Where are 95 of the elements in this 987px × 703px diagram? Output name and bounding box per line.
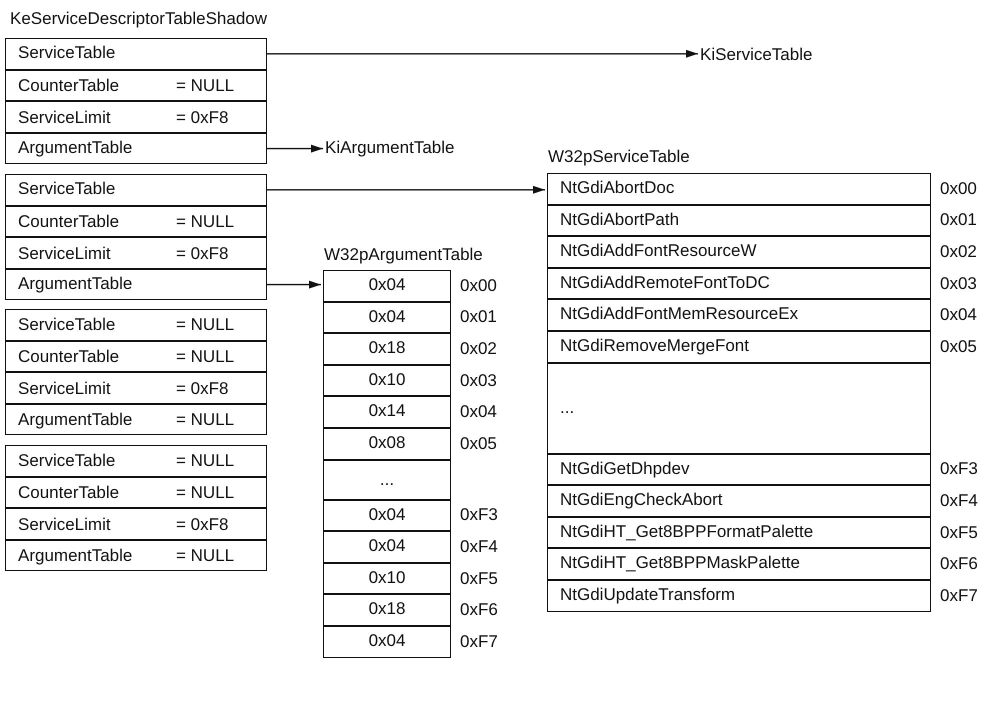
table-entry: NtGdiEngCheckAbort bbox=[547, 485, 931, 517]
table-entry: NtGdiAbortPath bbox=[547, 204, 931, 236]
field-value: = NULL bbox=[176, 484, 234, 501]
table-entry: 0x14 bbox=[323, 396, 451, 428]
index-label: 0x02 bbox=[940, 243, 977, 260]
structure-field bbox=[5, 445, 267, 477]
table-entry: NtGdiRemoveMergeFont bbox=[547, 331, 931, 363]
field-name: ServiceTable bbox=[18, 452, 116, 470]
index-label: 0x04 bbox=[940, 306, 977, 324]
table-entry: NtGdiAddFontMemResourceEx bbox=[547, 299, 931, 331]
index-label: 0xF3 bbox=[460, 506, 498, 524]
field-name: ServiceLimit bbox=[18, 380, 111, 397]
field-value: = NULL bbox=[176, 76, 234, 94]
field-value: = 0xF8 bbox=[176, 516, 228, 533]
index-label: 0xF5 bbox=[460, 570, 498, 587]
structure-field bbox=[5, 372, 267, 404]
table-entry: ... bbox=[547, 362, 931, 454]
structure-field bbox=[5, 404, 267, 436]
structure-field bbox=[5, 237, 267, 269]
structure-field: ServiceTable bbox=[5, 174, 267, 206]
arrow bbox=[267, 280, 321, 289]
index-label: 0xF7 bbox=[940, 586, 978, 604]
index-label: 0xF7 bbox=[460, 632, 498, 650]
field-name: ServiceLimit bbox=[18, 108, 111, 126]
field-value: = NULL bbox=[176, 316, 234, 334]
pointer-target-label: KiArgumentTable bbox=[325, 137, 475, 159]
structure-field: ArgumentTable bbox=[5, 132, 267, 164]
index-label: 0x03 bbox=[460, 372, 497, 389]
table-entry: 0x04 bbox=[323, 626, 451, 658]
field-value: = 0xF8 bbox=[176, 244, 228, 262]
table-entry: NtGdiHT_Get8BPPMaskPalette bbox=[547, 548, 931, 580]
field-name: CounterTable bbox=[18, 212, 120, 230]
field-name: ArgumentTable bbox=[18, 411, 132, 428]
index-label: 0xF5 bbox=[940, 524, 978, 541]
table-heading: KeServiceDescriptorTableShadow bbox=[10, 10, 268, 27]
structure-field bbox=[5, 309, 267, 341]
table-entry: NtGdiAbortDoc bbox=[547, 173, 931, 205]
index-label: 0x03 bbox=[940, 274, 977, 292]
pointer-target-label: KiServiceTable bbox=[700, 44, 840, 66]
index-label: 0xF4 bbox=[460, 538, 498, 555]
field-name: ServiceLimit bbox=[18, 244, 111, 262]
field-value: = NULL bbox=[176, 348, 234, 365]
table-entry: NtGdiHT_Get8BPPFormatPalette bbox=[547, 516, 931, 548]
table-entry: 0x18 bbox=[323, 594, 451, 626]
structure-field: ServiceTable bbox=[5, 38, 267, 70]
table-entry: 0x10 bbox=[323, 364, 451, 396]
table-entry: 0x04 bbox=[323, 302, 451, 334]
structure-field bbox=[5, 206, 267, 238]
table-entry: 0x04 bbox=[323, 270, 451, 302]
table-entry: NtGdiGetDhpdev bbox=[547, 454, 931, 486]
table-heading: W32pArgumentTable bbox=[324, 246, 483, 263]
field-name: CounterTable bbox=[18, 484, 120, 501]
index-label: 0x02 bbox=[460, 340, 497, 357]
index-label: 0xF6 bbox=[460, 601, 498, 618]
index-label: 0x01 bbox=[940, 211, 977, 228]
field-value: = NULL bbox=[176, 547, 234, 564]
field-name: ServiceTable bbox=[18, 316, 116, 334]
structure-field bbox=[5, 508, 267, 540]
index-label: 0xF4 bbox=[940, 492, 978, 509]
index-label: 0x05 bbox=[940, 338, 977, 355]
field-name: CounterTable bbox=[18, 348, 120, 365]
index-label: 0x00 bbox=[940, 180, 977, 197]
structure-field bbox=[5, 340, 267, 372]
structure-field bbox=[5, 540, 267, 572]
structure-field bbox=[5, 101, 267, 133]
field-name: ServiceLimit bbox=[18, 516, 111, 533]
table-entry: 0x18 bbox=[323, 333, 451, 365]
field-value: = 0xF8 bbox=[176, 380, 228, 397]
table-entry: NtGdiUpdateTransform bbox=[547, 580, 931, 612]
field-value: = 0xF8 bbox=[176, 108, 228, 126]
arrow bbox=[267, 144, 323, 153]
structure-field bbox=[5, 70, 267, 102]
index-label: 0x05 bbox=[460, 434, 497, 452]
table-entry: ... bbox=[323, 460, 451, 500]
structure-field: ArgumentTable bbox=[5, 268, 267, 300]
table-entry: 0x04 bbox=[323, 500, 451, 532]
field-name: CounterTable bbox=[18, 76, 120, 94]
index-label: 0xF6 bbox=[940, 555, 978, 572]
table-heading: W32pServiceTable bbox=[548, 148, 690, 165]
arrow bbox=[267, 50, 698, 58]
table-entry: 0x04 bbox=[323, 531, 451, 563]
index-label: 0xF3 bbox=[940, 460, 978, 478]
table-entry: NtGdiAddRemoteFontToDC bbox=[547, 268, 931, 300]
field-value: = NULL bbox=[176, 212, 234, 230]
table-entry: 0x10 bbox=[323, 562, 451, 594]
field-name: ArgumentTable bbox=[18, 547, 132, 564]
field-value: = NULL bbox=[176, 452, 234, 470]
structure-field bbox=[5, 476, 267, 508]
table-entry: NtGdiAddFontResourceW bbox=[547, 236, 931, 268]
index-label: 0x04 bbox=[460, 403, 497, 420]
index-label: 0x00 bbox=[460, 276, 497, 294]
arrow bbox=[267, 186, 545, 194]
field-value: = NULL bbox=[176, 411, 234, 428]
index-label: 0x01 bbox=[460, 308, 497, 326]
table-entry: 0x08 bbox=[323, 428, 451, 460]
